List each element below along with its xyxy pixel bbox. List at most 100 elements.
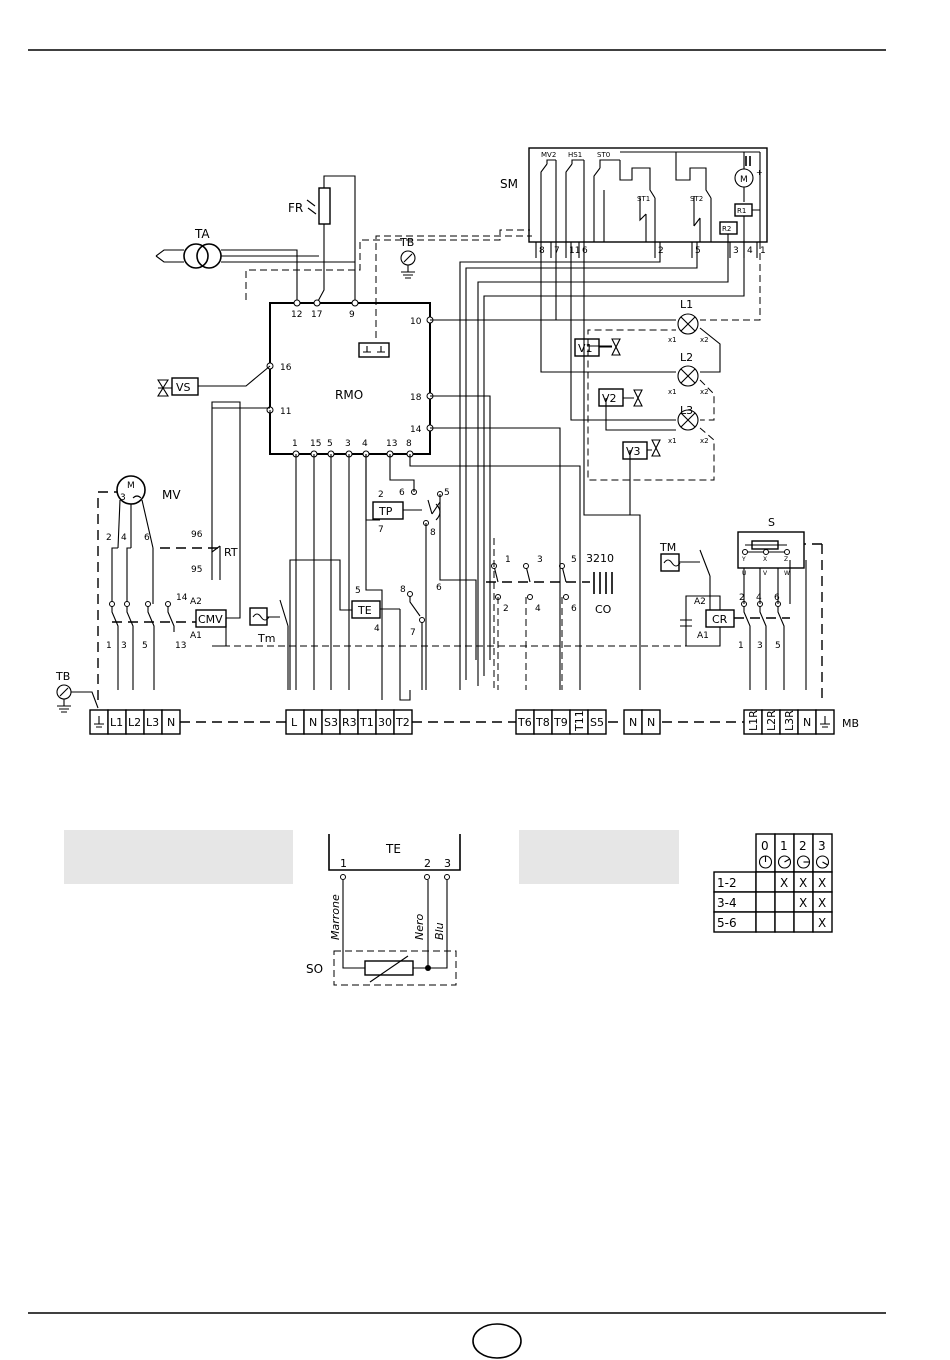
mb-terminal-l: L [291, 716, 298, 729]
sm-pin-6: 6 [582, 246, 588, 256]
cr-top-num-6: 6 [774, 593, 780, 603]
s-term-V: V [763, 570, 768, 577]
te-contact-8: 8 [400, 585, 406, 595]
cmv-label: CMV [198, 613, 223, 626]
mb-terminal-l1: L1 [110, 716, 123, 729]
te-label: TE [357, 604, 372, 617]
legend-box-right [519, 830, 679, 884]
mb-terminal-cell [641, 709, 661, 735]
rmo-bottom-pin-15: 15 [310, 439, 321, 449]
cr-top-num-4: 4 [756, 593, 762, 603]
s-label: S [768, 516, 775, 529]
te-detail-label: TE [385, 842, 401, 856]
lamp-l3-x2: x2 [700, 437, 709, 445]
co-top-contact-1: 1 [505, 555, 511, 565]
switch-position-dial-icon [777, 855, 792, 869]
switch-table-mark: X [818, 896, 826, 910]
co-positions-label: 3210 [586, 552, 614, 565]
mb-earth-icon-right [820, 716, 830, 728]
lamp-l2-x1: x1 [668, 388, 677, 396]
wire-nero-label: Nero [413, 913, 426, 940]
legend-box-left [64, 830, 293, 884]
co-top-contact-5: 5 [571, 555, 577, 565]
mb-terminal-l2r: L2R [765, 710, 778, 731]
rmo-top-pin-17: 17 [311, 310, 322, 320]
cr-label: CR [712, 613, 728, 626]
lamp-l3: L3 x1 x2 [668, 404, 709, 445]
lamp-l2-x2: x2 [700, 388, 709, 396]
rt-contact-95: 95 [191, 565, 202, 575]
mb-terminal-t8: T8 [535, 716, 550, 729]
mb-terminal-l3: L3 [146, 716, 159, 729]
mb-terminal-cell [161, 709, 181, 735]
rmo-bottom-pin-5: 5 [327, 439, 333, 449]
switch-dial-pointer [822, 861, 828, 866]
switch-table-cell [755, 911, 776, 933]
valve-v2: V2 [598, 388, 643, 407]
cmv-top-num-4: 4 [121, 533, 127, 543]
mb-terminal-s5: S5 [590, 716, 604, 729]
cmv-a1-label: A1 [190, 631, 202, 641]
cmv-bottom-num-13: 13 [175, 641, 186, 651]
sm-st0-label: ST0 [597, 151, 610, 159]
tp-contact-8: 8 [430, 528, 436, 538]
mb-terminal-cell [587, 709, 607, 735]
tp-contact-5: 5 [444, 488, 450, 498]
sm-pin-7: 7 [554, 246, 560, 256]
mb-terminal-cell [393, 709, 413, 735]
rmo-top-pin-dot [313, 299, 321, 307]
s-term-Z: Z [784, 556, 788, 563]
mb-terminal-l2: L2 [128, 716, 141, 729]
co-bottom-contact-2: 2 [503, 604, 509, 614]
cr-a2-label: A2 [694, 597, 706, 607]
fr-photocell: FR [288, 175, 356, 304]
switch-table-position-3: 3 [818, 839, 826, 853]
switch-table-cell [793, 911, 814, 933]
te-thermostat: TE [351, 591, 425, 690]
rmo-bottom-pin-3: 3 [345, 439, 351, 449]
cmv-top-num-2: 2 [106, 533, 112, 543]
cmv-bottom-num-1: 1 [106, 641, 112, 651]
switch-table-cell [774, 891, 795, 913]
rmo-bottom-pin-8: 8 [406, 439, 412, 449]
rt-thermal-relay: 96 95 RT [191, 530, 238, 580]
valve-v2-label: V2 [602, 392, 617, 405]
cr-bottom-num-3: 3 [757, 641, 763, 651]
rmo-label: RMO [335, 388, 363, 402]
rmo-right-pin-18: 18 [410, 393, 422, 403]
rmo-right-pin-14: 14 [410, 425, 422, 435]
tb-top-label: TB [399, 236, 414, 249]
mb-label: MB [842, 717, 859, 730]
te-contact-4: 4 [374, 624, 380, 634]
sm-pin-8: 8 [539, 246, 545, 256]
vs-label: VS [176, 381, 191, 394]
sm-pin-2: 2 [658, 246, 664, 256]
switch-table-cell [755, 871, 776, 893]
mv-phase-label: 3 [120, 493, 126, 503]
te-contact-6: 6 [436, 583, 442, 593]
co-label: CO [595, 603, 612, 616]
wire-blu-label: Blu [433, 922, 446, 940]
te-detail-pin-2: 2 [424, 857, 431, 870]
lamp-l3-label: L3 [680, 404, 693, 417]
switch-table-position-0: 0 [761, 839, 769, 853]
cmv-top-num-14: 14 [176, 593, 188, 603]
te-detail-pin-1: 1 [340, 857, 347, 870]
switch-table-row-1-2: 1-2 [717, 876, 737, 890]
tm-timer: TM [659, 541, 711, 620]
switch-table-cell [755, 891, 776, 913]
lamp-l2: L2 x1 x2 [668, 351, 709, 396]
cmv-top-num-6: 6 [144, 533, 150, 543]
switch-table-cell [812, 911, 833, 933]
co-bottom-contact-6: 6 [571, 604, 577, 614]
lamp-l3-x1: x1 [668, 437, 677, 445]
sm-motor-letter: M [740, 175, 748, 185]
switch-table-cell [774, 911, 795, 933]
cmv-bottom-num-5: 5 [142, 641, 148, 651]
